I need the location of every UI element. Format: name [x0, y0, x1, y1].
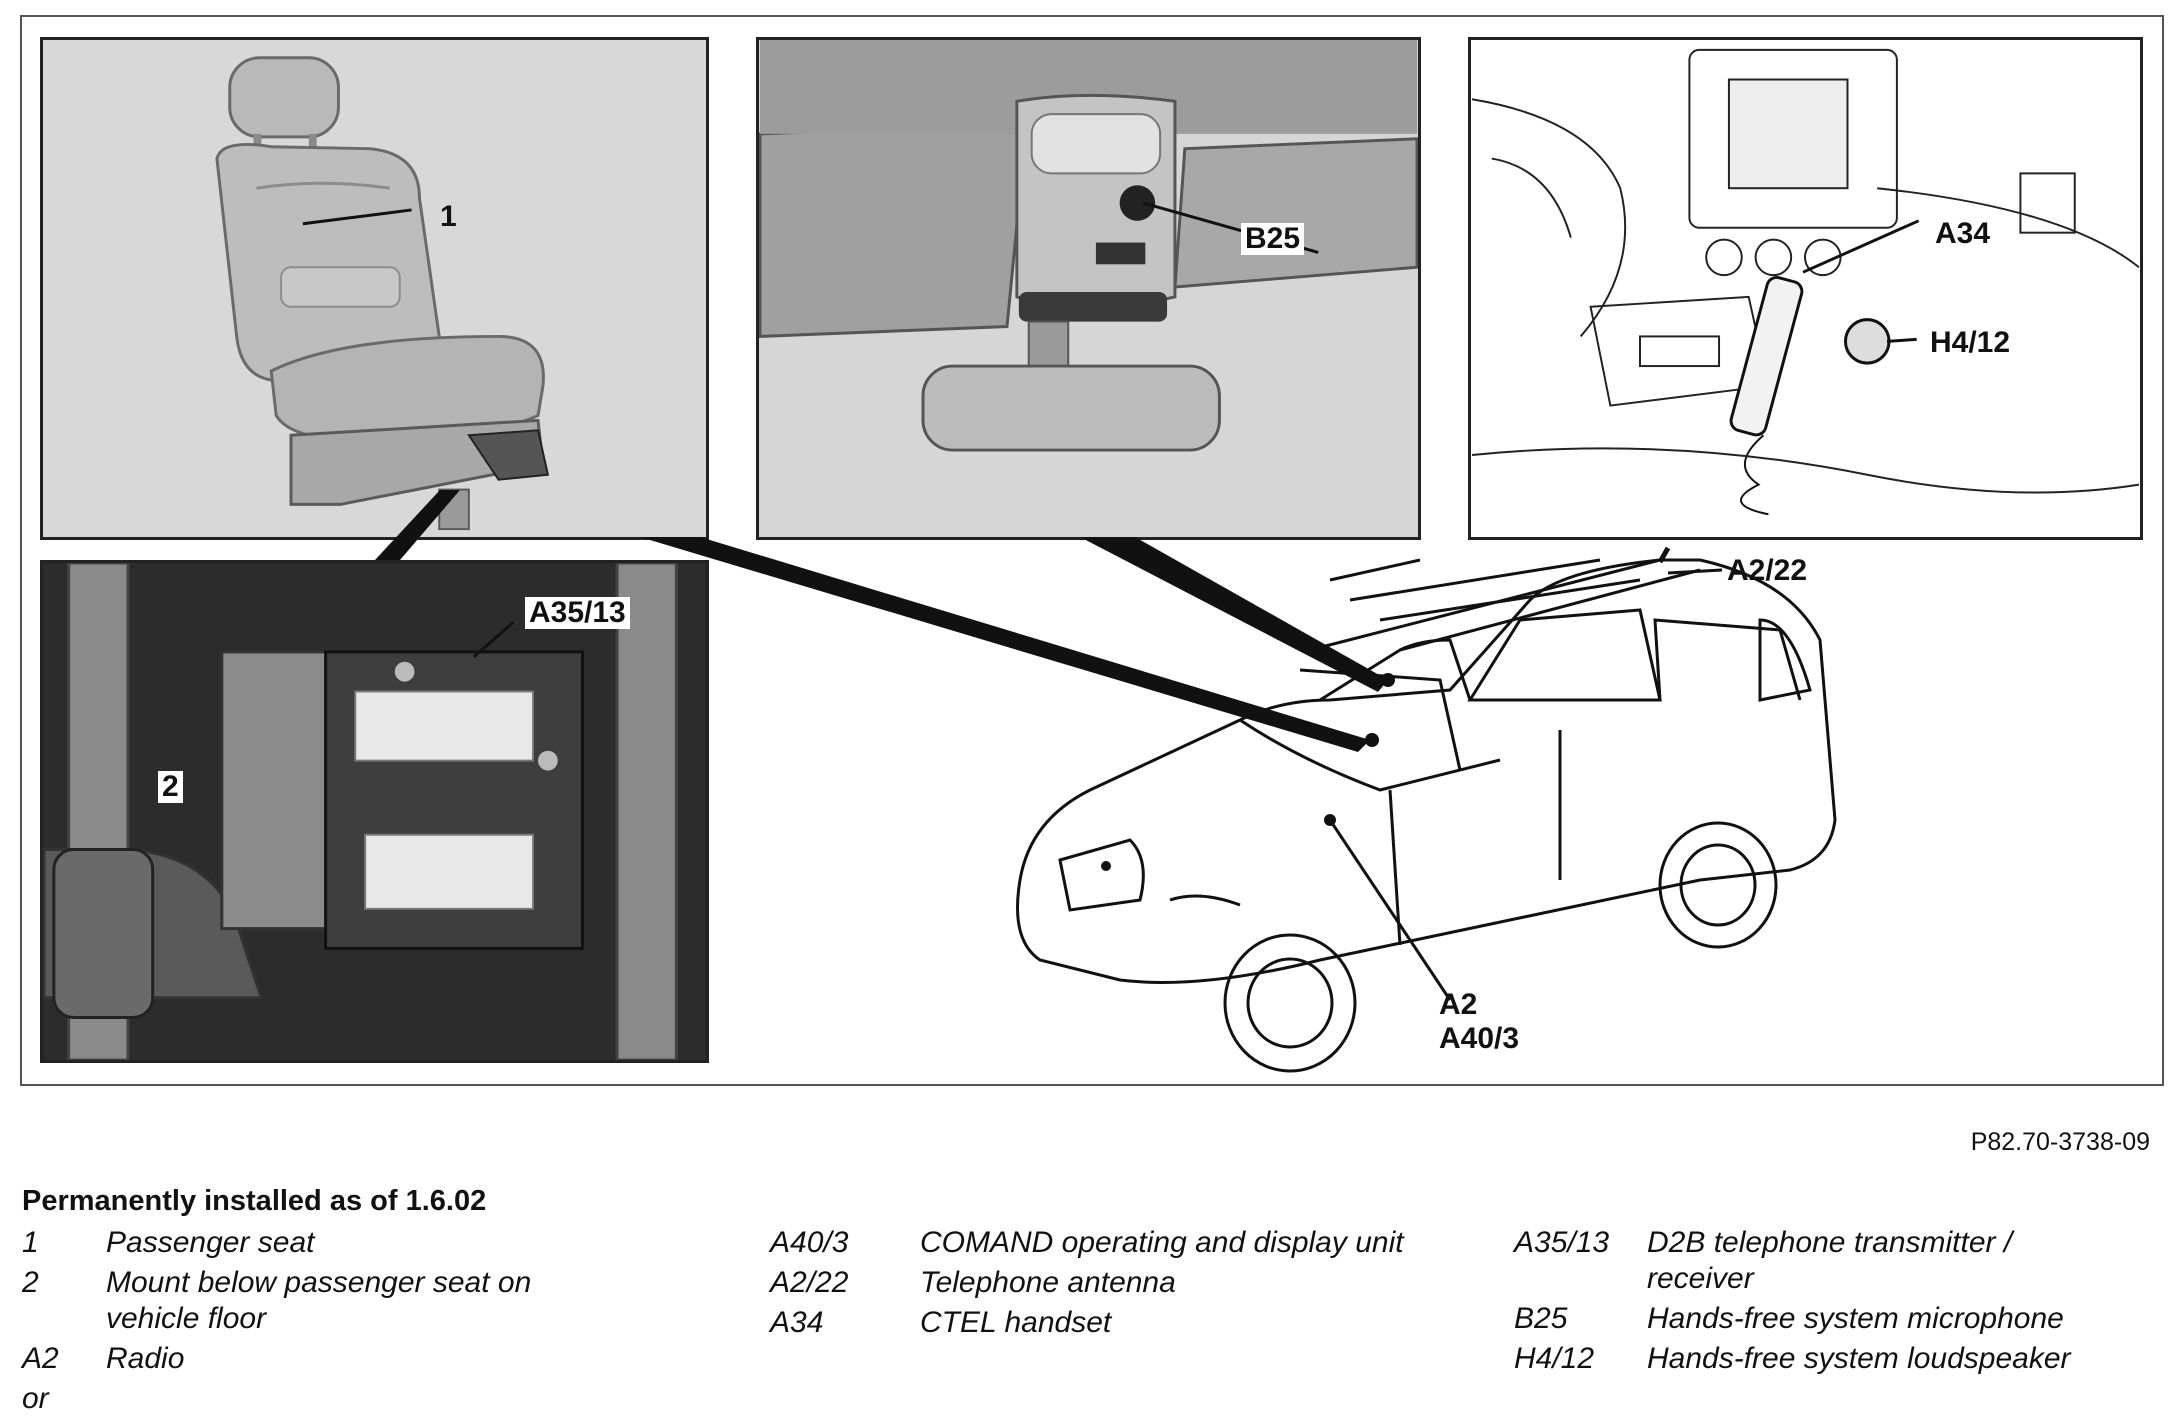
callout-antenna: A2/22	[1727, 554, 1808, 587]
transceiver-illustration	[43, 563, 706, 1060]
legend-item: or	[22, 1381, 582, 1417]
legend-item: 1 Passenger seat	[22, 1225, 582, 1261]
legend-code: 2	[22, 1266, 39, 1299]
legend-column-1: 1 Passenger seat 2 Mount below passenger…	[22, 1225, 582, 1421]
transceiver-panel: A35/13 2	[40, 560, 709, 1063]
legend-code: B25	[1514, 1302, 1568, 1335]
callout-seat: 1	[440, 200, 457, 233]
legend-code: A2/22	[770, 1266, 849, 1299]
callout-telephone-unit: A35/13	[525, 597, 630, 629]
overhead-console-illustration	[759, 40, 1418, 537]
callout-comand: A40/3	[1439, 1022, 1520, 1055]
legend-description: Hands-free system microphone	[1647, 1302, 2064, 1335]
legend-item: B25 Hands-free system microphone	[1514, 1301, 2164, 1337]
handset-panel: A34 H4/12	[1468, 37, 2143, 540]
callout-handset: A34	[1931, 218, 1995, 250]
legend-item: A2 Radio	[22, 1341, 582, 1377]
seat-illustration	[43, 40, 706, 537]
legend-code: A34	[770, 1306, 824, 1339]
legend-description: Passenger seat	[106, 1226, 315, 1259]
legend-description	[106, 1381, 582, 1417]
legend-item: A40/3 COMAND operating and display unit	[770, 1225, 1430, 1261]
legend-title: Permanently installed as of 1.6.02	[22, 1185, 487, 1217]
legend-description: CTEL handset	[920, 1306, 1112, 1339]
callout-loudspeaker: H4/12	[1926, 327, 2015, 359]
seat-panel: 1	[40, 37, 709, 540]
legend-item: A35/13 D2B telephone transmitter / recei…	[1514, 1225, 2164, 1297]
figure-reference: P82.70-3738-09	[1970, 1128, 2150, 1156]
legend-item: H4/12 Hands-free system loudspeaker	[1514, 1341, 2164, 1377]
legend-description: D2B telephone transmitter / receiver	[1647, 1226, 2013, 1295]
legend-code: or	[22, 1382, 49, 1415]
legend-description: Telephone antenna	[920, 1266, 1176, 1299]
legend-description: Hands-free system loudspeaker	[1647, 1342, 2071, 1375]
legend-item: 2 Mount below passenger seat on vehicle …	[22, 1265, 582, 1337]
dashboard-illustration	[1471, 40, 2140, 537]
legend-column-3: A35/13 D2B telephone transmitter / recei…	[1514, 1225, 2164, 1381]
microphone-panel: B25	[756, 37, 1421, 540]
legend-code: A35/13	[1514, 1226, 1610, 1259]
legend-code: A2	[22, 1342, 59, 1375]
callout-radio: A2	[1439, 988, 1478, 1021]
legend-item: A34 CTEL handset	[770, 1305, 1430, 1341]
callout-mount: 2	[158, 771, 183, 803]
legend-item: A2/22 Telephone antenna	[770, 1265, 1430, 1301]
legend-code: 1	[22, 1226, 39, 1259]
legend-code: A40/3	[770, 1226, 849, 1259]
legend-column-2: A40/3 COMAND operating and display unit …	[770, 1225, 1430, 1345]
legend-description: Radio	[106, 1342, 185, 1375]
callout-microphone: B25	[1241, 223, 1305, 255]
legend-description: Mount below passenger seat on vehicle fl…	[106, 1266, 532, 1335]
legend-description: COMAND operating and display unit	[920, 1226, 1404, 1259]
legend-code: H4/12	[1514, 1342, 1595, 1375]
